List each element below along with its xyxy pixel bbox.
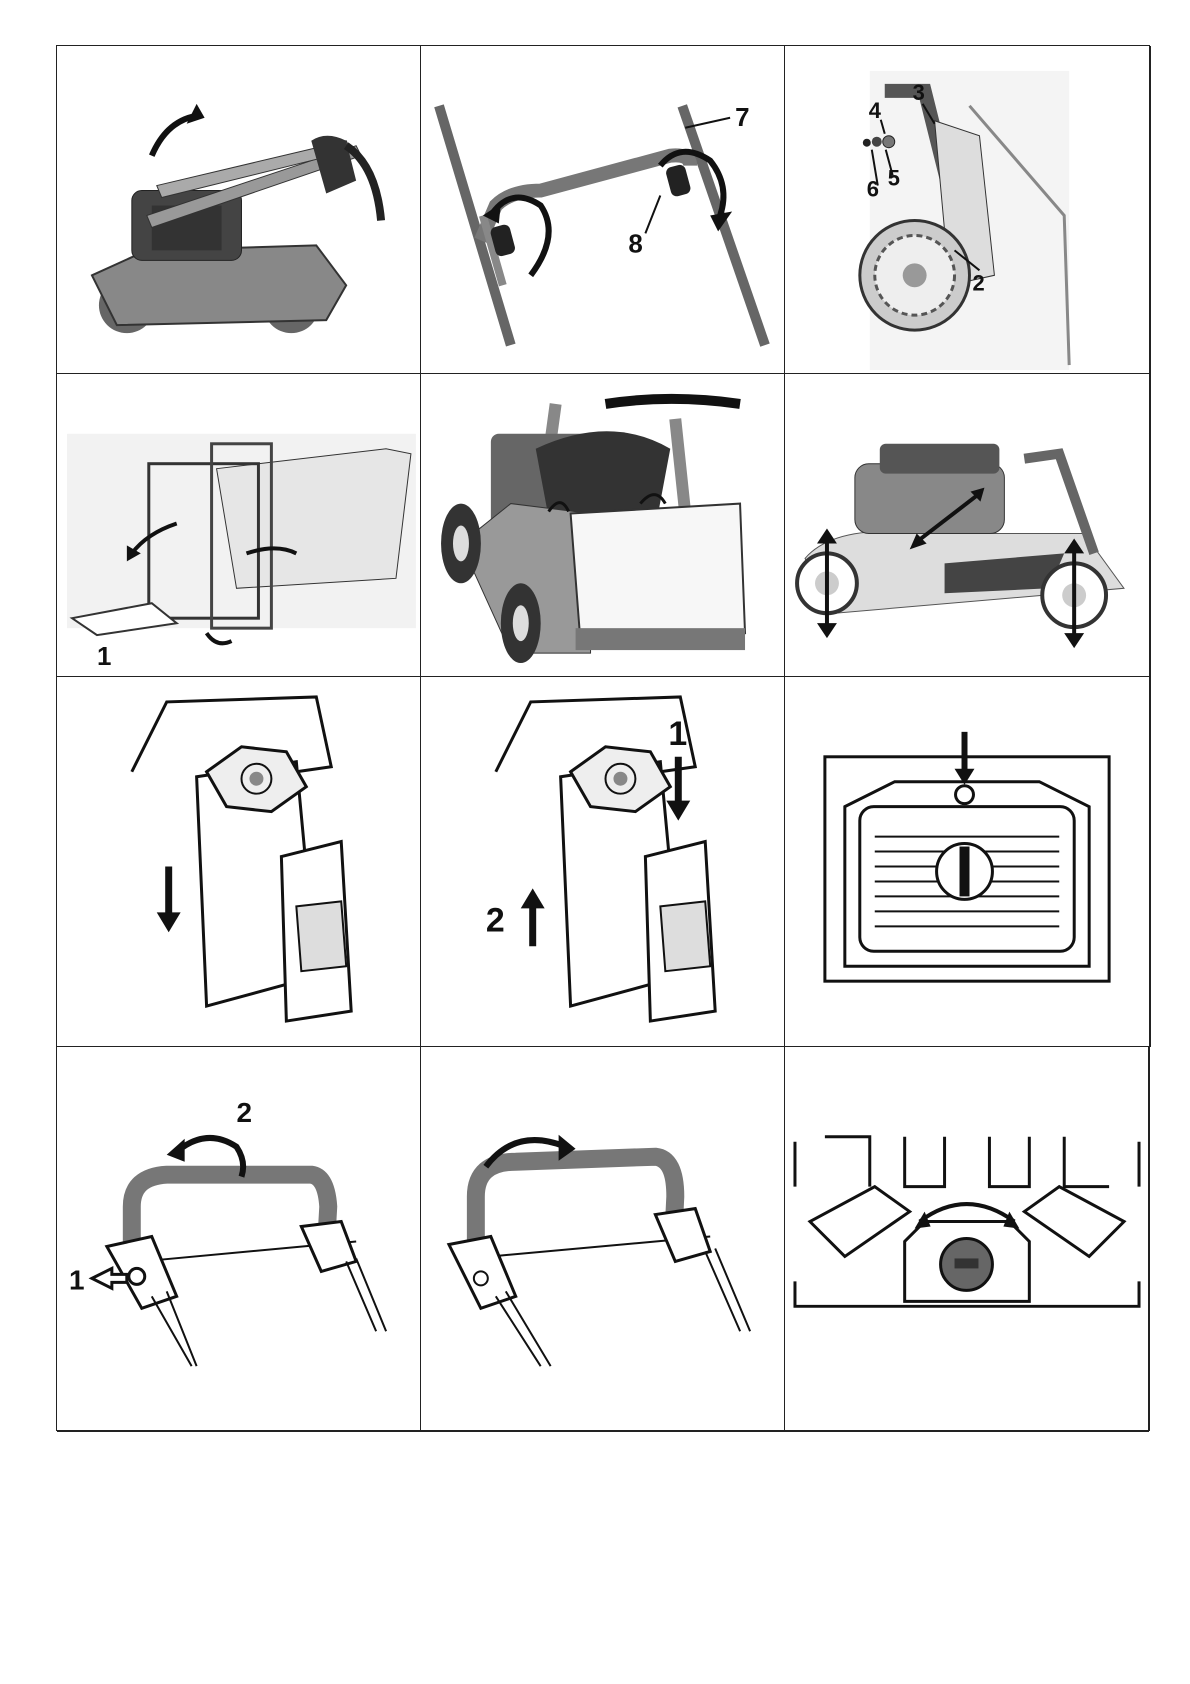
cell-handle-bolt: 3 4 5 6 2 bbox=[785, 46, 1151, 374]
label-6: 6 bbox=[867, 177, 879, 202]
grass-bag-frame-illustration: 1 bbox=[57, 374, 420, 676]
bail-release-illustration: 2 1 bbox=[57, 1047, 420, 1431]
handle-knobs-illustration: 7 8 bbox=[421, 46, 784, 373]
cell-grass-bag-frame: 1 bbox=[57, 374, 421, 677]
label-2: 2 bbox=[237, 1097, 253, 1128]
handle-bolt-illustration: 3 4 5 6 2 bbox=[785, 46, 1150, 373]
label-4: 4 bbox=[869, 98, 882, 123]
figure-grid: 7 8 3 4 5 6 2 bbox=[56, 45, 1150, 1431]
label-1: 1 bbox=[668, 715, 687, 753]
label-5: 5 bbox=[888, 166, 900, 191]
label-8: 8 bbox=[628, 230, 642, 258]
fold-handle-illustration bbox=[57, 46, 420, 373]
attach-grass-bag-illustration bbox=[421, 374, 784, 676]
label-3: 3 bbox=[913, 80, 925, 105]
cell-height-adjust bbox=[785, 374, 1151, 677]
cell-battery-latch-down bbox=[57, 677, 421, 1047]
cell-handle-knobs: 7 8 bbox=[421, 46, 785, 374]
press-button-illustration bbox=[785, 677, 1150, 1046]
label-1: 1 bbox=[69, 1264, 85, 1295]
speed-dial-illustration bbox=[785, 1047, 1148, 1431]
cell-attach-grass-bag bbox=[421, 374, 785, 677]
cell-speed-dial bbox=[785, 1047, 1149, 1432]
cell-fold-handle bbox=[57, 46, 421, 374]
label-2: 2 bbox=[972, 270, 984, 295]
height-adjust-illustration bbox=[785, 374, 1150, 676]
release-button-icon bbox=[129, 1268, 145, 1284]
label-1: 1 bbox=[97, 643, 111, 671]
press-button-icon bbox=[956, 786, 974, 804]
cell-battery-release: 1 2 bbox=[421, 677, 785, 1047]
battery-release-illustration: 1 2 bbox=[421, 677, 784, 1046]
cell-bail-rotate bbox=[421, 1047, 785, 1432]
rotate-arrow-icon bbox=[920, 1204, 1015, 1221]
label-2: 2 bbox=[486, 901, 505, 939]
cell-bail-release: 2 1 bbox=[57, 1047, 421, 1432]
cell-press-button bbox=[785, 677, 1151, 1047]
battery-latch-down-illustration bbox=[57, 677, 420, 1046]
bail-rotate-illustration bbox=[421, 1047, 784, 1431]
label-7: 7 bbox=[735, 104, 749, 132]
